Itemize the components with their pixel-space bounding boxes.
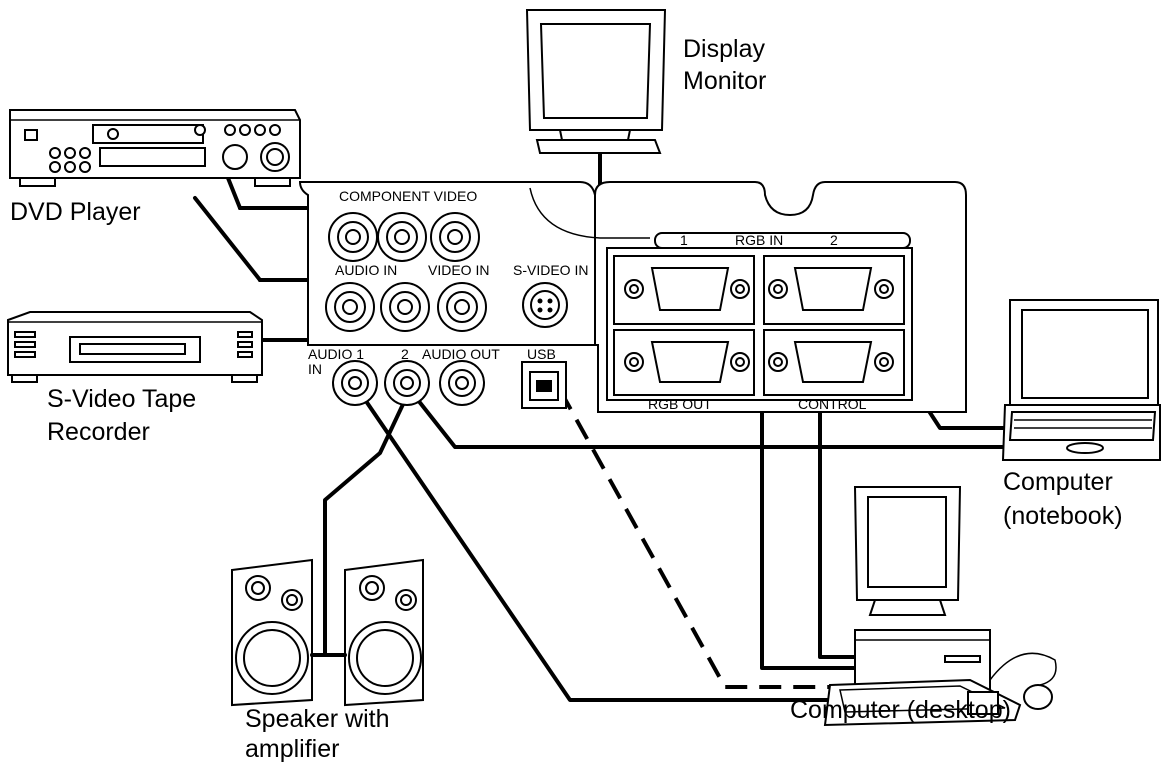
dsub-rgb-out — [624, 341, 750, 383]
speaker-icons — [231, 558, 424, 707]
label-display-monitor-1: Display — [683, 35, 765, 63]
audio-io-jacks — [332, 360, 485, 406]
dsub-rgb-in-1 — [624, 267, 750, 311]
label-speaker-1: Speaker with — [245, 705, 390, 733]
label-control: CONTROL — [798, 396, 867, 412]
label-display-monitor-2: Monitor — [683, 67, 766, 95]
cable-notebook-audio — [408, 388, 1007, 449]
label-svideo-recorder-2: Recorder — [47, 418, 150, 446]
label-video-in: VIDEO IN — [428, 262, 489, 278]
cable-desktop-control — [818, 358, 857, 659]
notebook-computer-icon — [1001, 299, 1161, 461]
label-notebook-1: Computer — [1003, 468, 1113, 496]
dvd-player-icon — [9, 109, 301, 187]
desktop-computer-icon — [823, 486, 1057, 727]
label-rgb-in-2: 2 — [830, 232, 838, 248]
label-notebook-2: (notebook) — [1003, 502, 1123, 530]
component-video-jacks — [328, 212, 480, 262]
cable-speaker — [323, 398, 407, 657]
display-monitor-icon — [525, 9, 667, 154]
dsub-rgb-in-2 — [768, 267, 894, 311]
cable-usb-dashed — [558, 389, 840, 689]
label-dvd-player: DVD Player — [10, 198, 141, 226]
label-speaker-2: amplifier — [245, 735, 339, 762]
cable-desktop-audio1 — [353, 383, 842, 702]
label-audio-out: AUDIO OUT — [422, 346, 500, 362]
panel-cutout-curve — [529, 187, 650, 239]
audio-video-in-jacks — [325, 282, 568, 332]
label-audio1: AUDIO 1 — [308, 346, 364, 362]
label-component-video: COMPONENT VIDEO — [339, 188, 477, 204]
rear-panel: COMPONENT VIDEO AUDIO IN VIDEO IN S-VIDE… — [298, 181, 967, 413]
label-desktop: Computer (desktop) — [790, 696, 1011, 724]
label-rgb-in-1: 1 — [680, 232, 688, 248]
label-audio-in: AUDIO IN — [335, 262, 397, 278]
usb-port — [521, 361, 567, 409]
label-svideo-recorder-1: S-Video Tape — [47, 385, 196, 413]
label-audio1-in: IN — [308, 361, 322, 377]
label-svideo-in: S-VIDEO IN — [513, 262, 588, 278]
label-audio-2: 2 — [401, 346, 409, 362]
dsub-control — [768, 341, 894, 383]
svideo-recorder-icon — [7, 311, 263, 383]
label-rgb-out: RGB OUT — [648, 396, 712, 412]
label-rgb-in: RGB IN — [735, 232, 783, 248]
label-usb: USB — [527, 346, 556, 362]
